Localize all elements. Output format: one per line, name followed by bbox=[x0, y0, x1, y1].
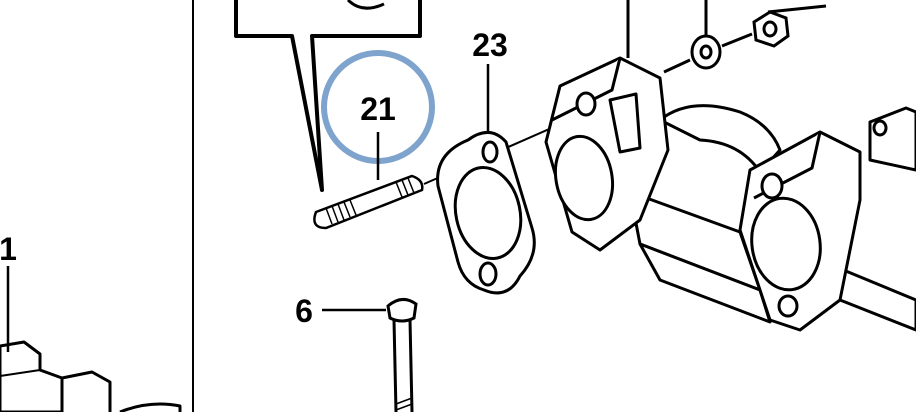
exhaust-manifold bbox=[544, 56, 916, 332]
bolt-part-6 bbox=[386, 298, 418, 413]
part-number-6: 6 bbox=[295, 293, 313, 329]
callout-box bbox=[234, 0, 422, 192]
leader-lines bbox=[6, 64, 490, 352]
part-number-1: 1 bbox=[0, 231, 17, 267]
washer-and-nut bbox=[626, 0, 827, 74]
gasket-part-23 bbox=[436, 131, 536, 295]
part-number-21: 21 bbox=[360, 91, 396, 127]
part-number-23: 23 bbox=[472, 27, 508, 63]
part-1-assembly bbox=[0, 340, 182, 414]
